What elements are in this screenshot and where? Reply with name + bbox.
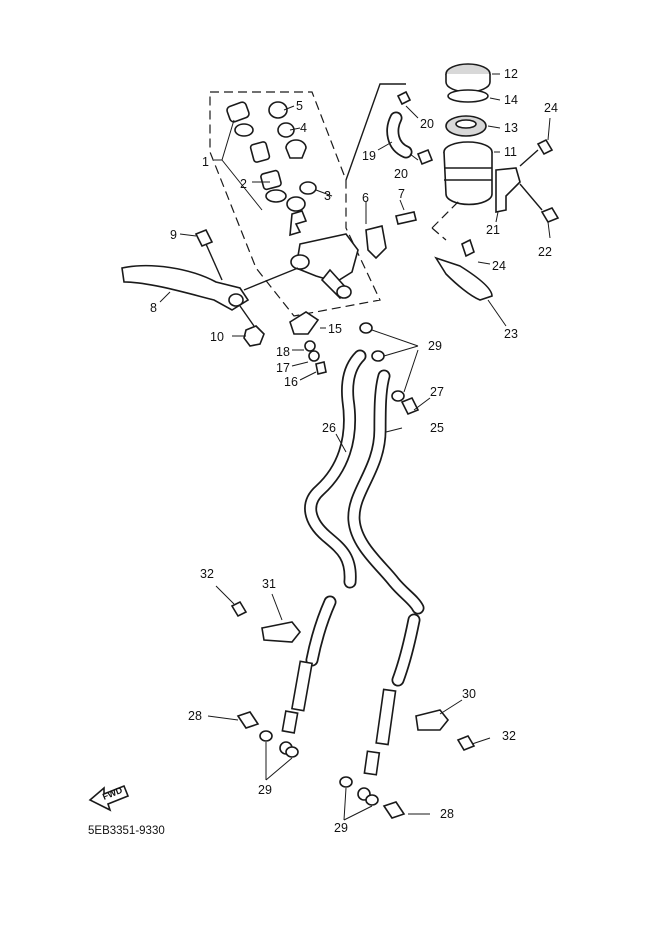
- callout-3: 3: [324, 189, 331, 203]
- master-cylinder-assembly-outline: [209, 91, 381, 317]
- reservoir-bracket: [495, 138, 560, 223]
- callout-21: 21: [486, 223, 500, 237]
- callout-25: 25: [430, 421, 444, 435]
- callout-26: 26: [322, 421, 336, 435]
- callout-15: 15: [328, 322, 342, 336]
- brake-switch: [289, 311, 327, 375]
- reservoir-cap: [445, 63, 491, 137]
- callout-24-lower: 24: [492, 259, 506, 273]
- drawing-code: 5EB3351-9330: [88, 825, 165, 837]
- brake-lever: [121, 264, 299, 311]
- callout-13: 13: [504, 121, 518, 135]
- lever-nut: [239, 305, 265, 347]
- hose-holder-30: [415, 709, 476, 751]
- callout-17: 17: [276, 361, 290, 375]
- forward-arrow-icon: FWD: [88, 785, 130, 812]
- union-bolt-28-right: [339, 776, 406, 819]
- callout-28-right: 28: [440, 807, 454, 821]
- pivot-bolt: [194, 228, 223, 281]
- callout-23: 23: [504, 327, 518, 341]
- callout-5: 5: [296, 99, 303, 113]
- callout-6: 6: [362, 191, 369, 205]
- callout-16: 16: [284, 375, 298, 389]
- callout-29-upper: 29: [428, 339, 442, 353]
- lower-hose-left: [279, 595, 337, 755]
- callout-24-upper: 24: [544, 101, 558, 115]
- lower-hose-right: [357, 613, 421, 801]
- hose-stay: [434, 238, 493, 301]
- callout-28-left: 28: [188, 709, 202, 723]
- callout-22: 22: [538, 245, 552, 259]
- callout-12: 12: [504, 67, 518, 81]
- brake-hose-26: [304, 349, 367, 589]
- copper-washer: [359, 322, 405, 402]
- brake-hose-25: [347, 369, 425, 615]
- callout-29-right: 29: [334, 821, 348, 835]
- callout-7: 7: [398, 187, 405, 201]
- callout-4: 4: [300, 121, 307, 135]
- hose-holder-31: [230, 600, 302, 643]
- piston-kit: [226, 101, 317, 237]
- callout-32-right: 32: [502, 729, 516, 743]
- callout-27: 27: [430, 385, 444, 399]
- callout-14: 14: [504, 93, 518, 107]
- reservoir-tank: [443, 141, 493, 206]
- callout-11: 11: [504, 145, 517, 159]
- callout-31: 31: [262, 577, 276, 591]
- callout-32-left: 32: [200, 567, 214, 581]
- callout-30: 30: [462, 687, 476, 701]
- reservoir-hose: [386, 90, 434, 166]
- union-bolt-28-left: [236, 711, 299, 758]
- callout-9: 9: [170, 228, 177, 242]
- callout-20-lower: 20: [394, 167, 408, 181]
- callout-19: 19: [362, 149, 376, 163]
- master-cylinder-body: [290, 211, 417, 300]
- callout-10: 10: [210, 330, 224, 344]
- callout-18: 18: [276, 345, 290, 359]
- callout-20-upper: 20: [420, 117, 434, 131]
- union-bolt: [400, 396, 420, 416]
- callout-1: 1: [202, 155, 209, 169]
- callout-8: 8: [150, 301, 157, 315]
- callout-2: 2: [240, 177, 247, 191]
- callout-29-left: 29: [258, 783, 272, 797]
